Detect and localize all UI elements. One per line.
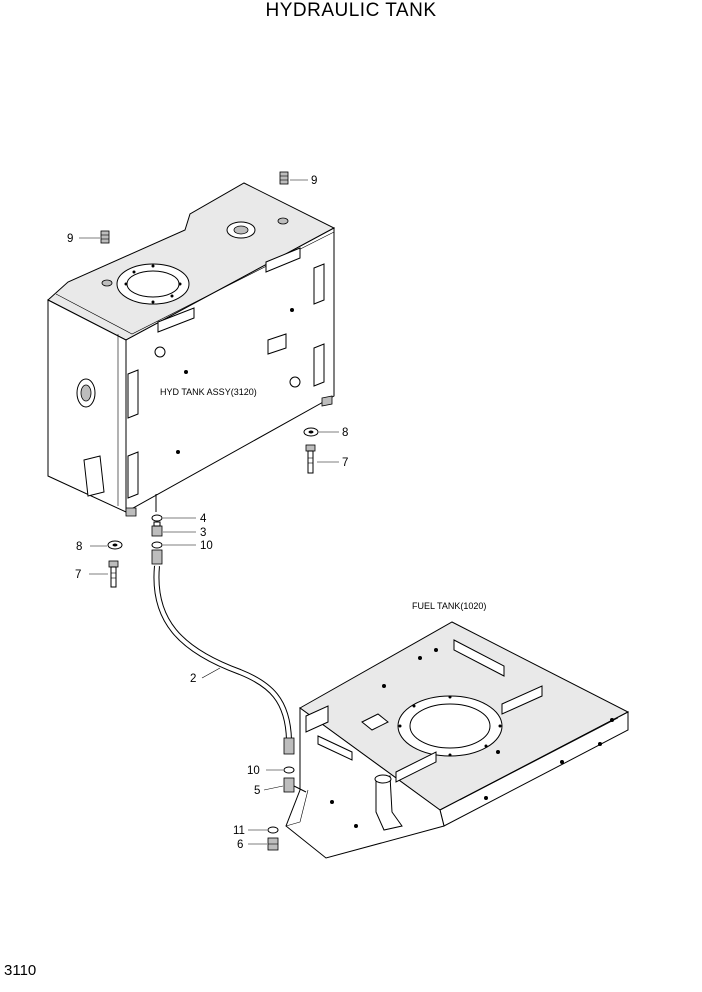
callout-7-right: 7	[342, 457, 348, 469]
callout-11: 11	[233, 825, 245, 837]
callout-5: 5	[254, 785, 260, 797]
callout-6: 6	[237, 839, 243, 851]
hydraulic-tank	[47, 182, 336, 517]
bolt-left	[108, 560, 119, 588]
page-title: HYDRAULIC TANK	[265, 0, 437, 21]
leader-lines	[79, 179, 339, 845]
bolt-right	[305, 444, 316, 474]
callout-8-right: 8	[342, 427, 348, 439]
oring-11	[267, 826, 279, 834]
callout-10-upper: 10	[200, 540, 213, 552]
fitting-5	[283, 777, 307, 793]
fitting-6	[267, 837, 279, 851]
oring-10-lower	[283, 766, 295, 774]
plug-left	[100, 230, 110, 244]
fuel-tank	[285, 621, 630, 859]
oring-10-upper	[151, 541, 163, 549]
fuel-tank-label: FUEL TANK(1020)	[412, 601, 486, 611]
callout-9-top: 9	[311, 175, 317, 187]
callout-8-left: 8	[76, 541, 82, 553]
oring-4	[151, 514, 163, 522]
hyd-tank-label: HYD TANK ASSY(3120)	[160, 387, 257, 397]
plug-top	[279, 171, 289, 185]
callout-9-left: 9	[67, 233, 73, 245]
callout-3: 3	[200, 527, 206, 539]
connector-3	[151, 521, 163, 537]
callout-7-left: 7	[75, 569, 81, 581]
callout-2: 2	[190, 673, 196, 685]
hose-2	[151, 549, 295, 755]
callout-10-lower: 10	[247, 765, 260, 777]
page-number: 3110	[4, 962, 37, 979]
callout-4: 4	[200, 513, 207, 525]
